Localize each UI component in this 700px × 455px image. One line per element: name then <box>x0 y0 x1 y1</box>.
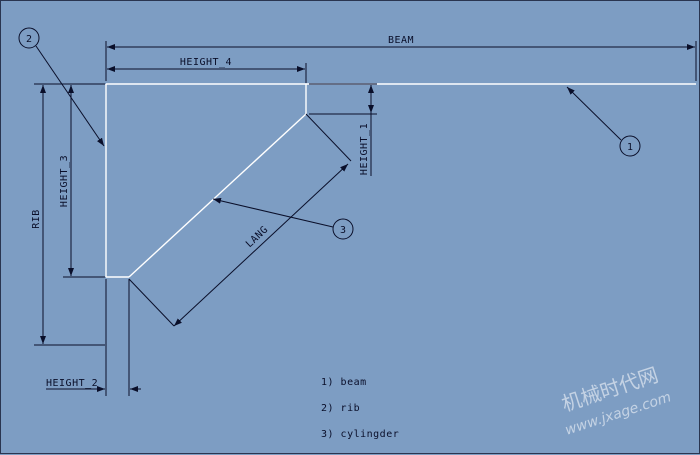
rib-dimension: RIB <box>31 83 105 346</box>
callout-1: 1 <box>566 86 641 157</box>
lang-dimension: LANG <box>128 113 352 327</box>
height-1-dimension-label: HEIGHT_1 <box>359 123 370 175</box>
height-4-dimension-label: HEIGHT_4 <box>180 57 232 68</box>
callout-1-number: 1 <box>627 142 633 153</box>
legend: 1) beam 2) rib 3) cylingder <box>321 377 399 440</box>
beam-dimension-label: BEAM <box>388 35 414 46</box>
height-2-dimension: HEIGHT_2 <box>46 279 141 396</box>
height-3-dimension: HEIGHT_3 <box>59 85 105 278</box>
height-2-dimension-label: HEIGHT_2 <box>46 378 98 389</box>
callout-3: 3 <box>212 197 354 240</box>
height-3-dimension-label: HEIGHT_3 <box>59 155 70 207</box>
rib-dimension-label: RIB <box>31 209 42 229</box>
height-1-dimension: HEIGHT_1 <box>309 83 377 176</box>
legend-item-cylinder: 3) cylingder <box>321 429 399 440</box>
callout-2-number: 2 <box>26 34 32 45</box>
part-geometry <box>105 83 696 278</box>
callout-2: 2 <box>18 27 105 147</box>
legend-item-rib: 2) rib <box>321 403 360 414</box>
watermark: 机械时代网 www.jxage.com <box>559 362 674 438</box>
beam-dimension: BEAM <box>105 35 697 81</box>
legend-item-beam: 1) beam <box>321 377 367 388</box>
height-4-dimension: HEIGHT_4 <box>107 57 307 83</box>
lang-dimension-label: LANG <box>244 224 271 250</box>
callout-3-number: 3 <box>340 225 346 236</box>
rib-diagonal-edge <box>128 113 307 278</box>
